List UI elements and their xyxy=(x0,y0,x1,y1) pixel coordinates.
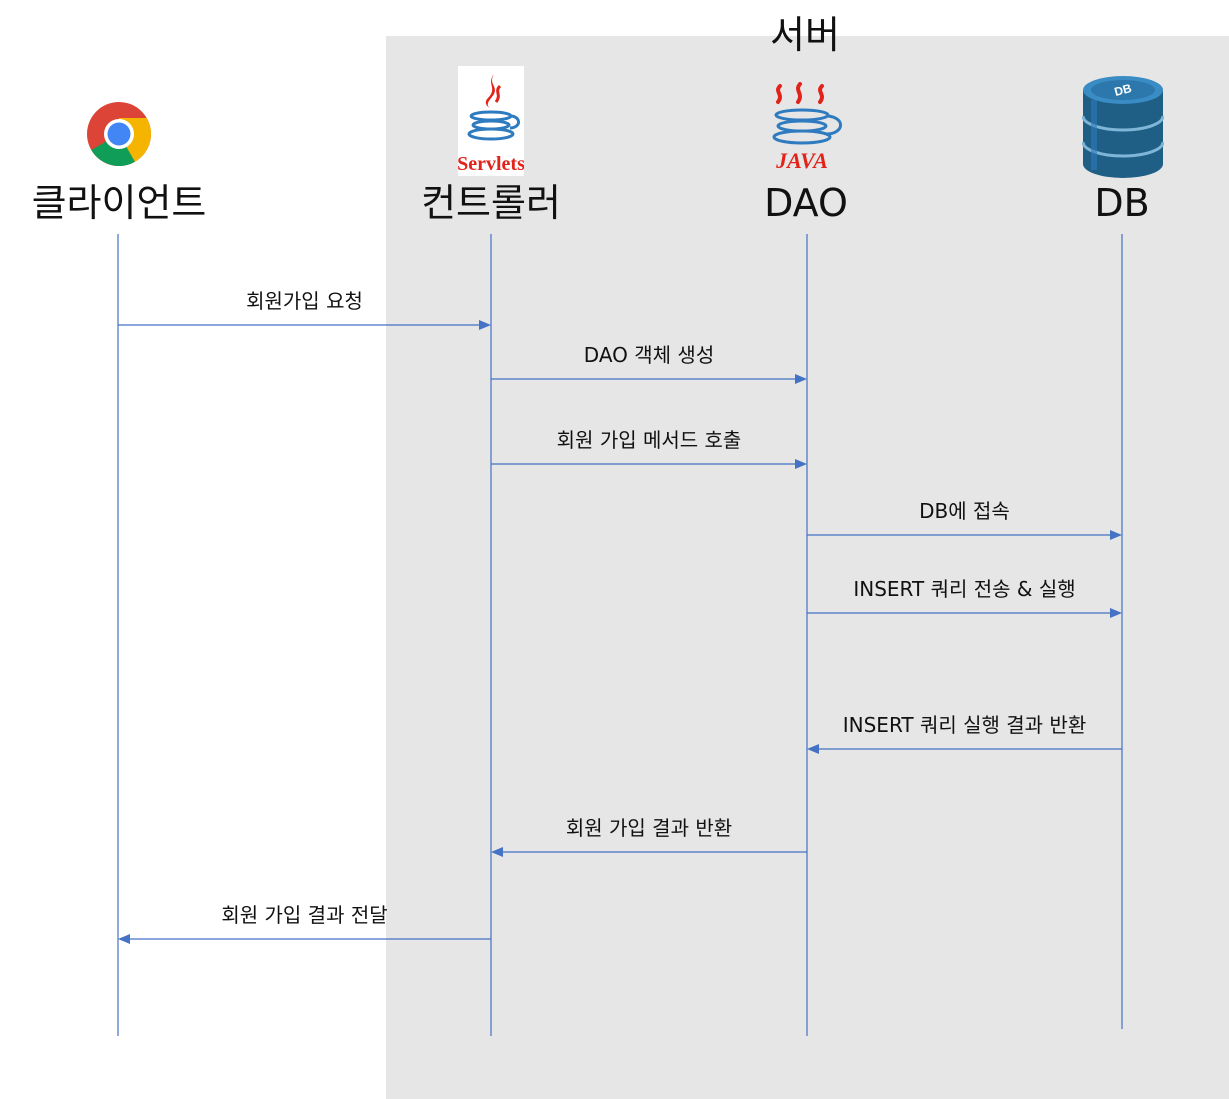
actor-label-db: DB xyxy=(1094,181,1150,225)
database-icon: DB xyxy=(1082,76,1164,178)
arrowhead xyxy=(479,320,491,330)
message-arrow xyxy=(491,459,807,469)
message-arrow xyxy=(118,934,491,944)
arrowhead xyxy=(118,934,130,944)
chrome-icon xyxy=(87,102,151,166)
servlets-icon-text: Servlets xyxy=(458,153,524,175)
actor-label-dao: DAO xyxy=(764,181,848,225)
arrowhead xyxy=(795,374,807,384)
message-arrow xyxy=(118,320,491,330)
server-label: 서버 xyxy=(770,13,840,57)
arrowhead xyxy=(795,459,807,469)
message-label: 회원가입 요청 xyxy=(246,289,363,313)
java-icon: JAVA xyxy=(772,82,842,173)
message-label: DAO 객체 생성 xyxy=(583,343,715,367)
arrowhead xyxy=(1110,530,1122,540)
message-arrow xyxy=(491,374,807,384)
arrowhead xyxy=(807,744,819,754)
message-label: DB에 접속 xyxy=(919,499,1010,523)
actor-label-client: 클라이언트 xyxy=(31,181,207,225)
message-label: 회원 가입 메서드 호출 xyxy=(556,428,742,452)
message-label: INSERT 쿼리 전송 & 실행 xyxy=(853,577,1076,601)
arrowhead xyxy=(1110,608,1122,618)
database-icon-text: DB xyxy=(1113,81,1134,99)
message-label: 회원 가입 결과 반환 xyxy=(565,816,733,840)
message-label: INSERT 쿼리 실행 결과 반환 xyxy=(842,713,1087,737)
message-arrow xyxy=(807,608,1122,618)
message-arrow xyxy=(807,530,1122,540)
message-arrow xyxy=(807,744,1122,754)
actor-label-controller: 컨트롤러 xyxy=(421,181,561,225)
message-arrow xyxy=(491,847,807,857)
java-icon-text: JAVA xyxy=(775,148,828,173)
message-label: 회원 가입 결과 전달 xyxy=(221,903,388,927)
servlets-icon: Servlets xyxy=(458,66,524,176)
arrowhead xyxy=(491,847,503,857)
